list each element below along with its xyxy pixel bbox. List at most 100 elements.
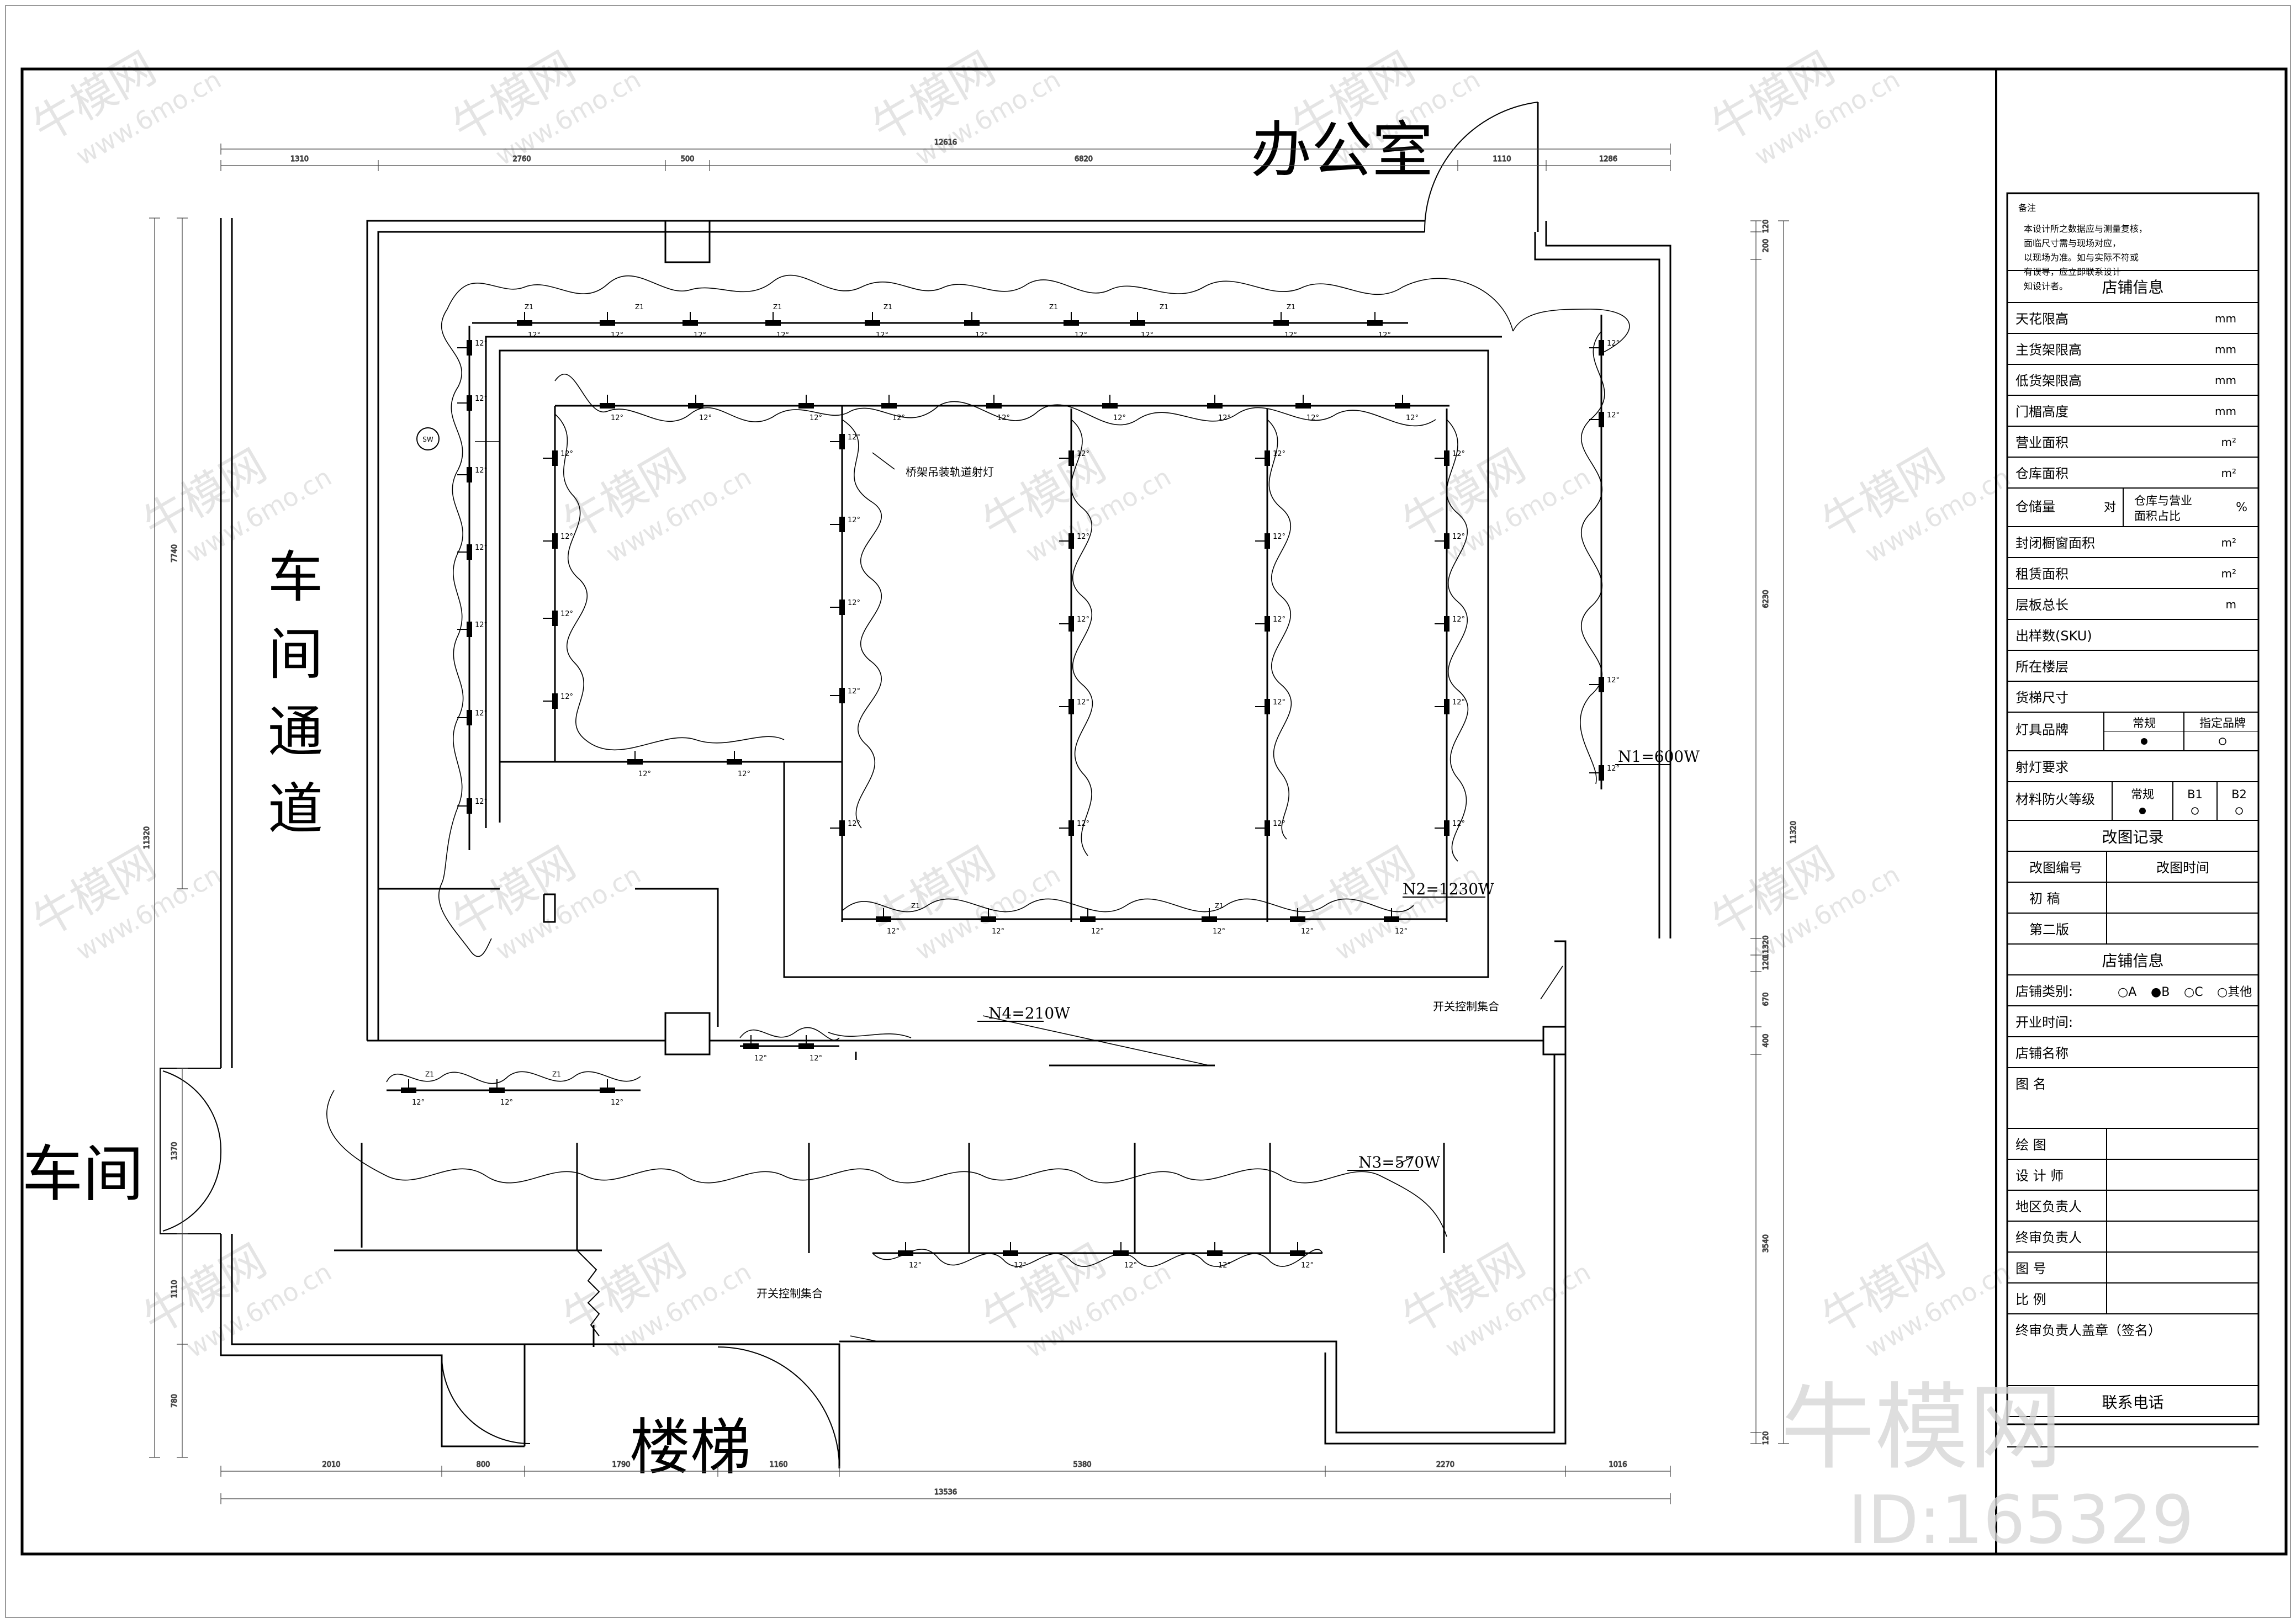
switch-note-2: 开关控制集合 [756,1287,823,1300]
lighting-fixtures [334,315,1602,1347]
revision-col-number: 改图编号 [2029,860,2082,876]
revision-col-time: 改图时间 [2156,860,2209,876]
lamp-angle-label: 12° [1452,698,1465,707]
lamp-tag: Z1 [773,303,782,311]
dim-label: 1160 [769,1461,787,1469]
lamp-angle-label: 12° [1301,927,1314,936]
store-info-heading: 店铺信息 [2102,278,2163,296]
lamp-angle-label: 12° [1273,533,1285,541]
lamp-angle-label: 12° [1301,1261,1314,1270]
contact-label: 联系电话 [2102,1393,2163,1412]
lamp-angle-label: 12° [892,414,905,422]
lamp-angle-label: 12° [528,331,541,340]
socket-tag: SW [422,436,433,443]
lamp-fixture [1202,916,1217,922]
room-label-workshop: 车间 [22,1139,144,1210]
radio-selected-icon [2141,738,2147,745]
dim-label: 11320 [1762,935,1770,958]
lamp-fixture [839,820,845,836]
lamp-angle-label: 12° [1273,698,1285,707]
dim-label: 6230 [1762,590,1770,608]
form-row-unit: mm [2215,405,2236,418]
lamp-angle-label: 12° [1452,533,1465,541]
lamp-angle-label: 12° [810,414,822,422]
notes-line: 有误导，应立即联系设计 [2024,267,2121,277]
lamp-fixture [467,544,472,560]
dim-label: 800 [477,1461,490,1469]
lamp-angle-label: 12° [738,770,750,778]
lamp-angle-label: 12° [1607,411,1620,420]
dim-total-label: 12616 [934,139,957,147]
lamp-fixture [865,320,880,326]
lamp-fixture [467,467,472,482]
lamp-angle-label: 12° [1077,533,1089,541]
lamp-fixture [1367,320,1383,326]
lamp-fixture [1068,820,1074,836]
outer-frame [5,5,2291,1618]
lamp-note: 桥架吊装轨道射灯 [906,465,994,479]
lamp-fixture [1444,699,1449,714]
form-row-label: 租赁面积 [2015,566,2068,582]
lamp-angle-label: 12° [1124,1261,1137,1270]
lamp-fixture [467,622,472,637]
lamp-fixture [1384,916,1399,922]
lamp-tag: Z1 [525,303,533,311]
lamp-fixture [1265,450,1270,466]
room-label-office: 办公室 [1251,115,1433,185]
sign-row-label: 图 号 [2015,1261,2046,1276]
lamp-fixture [489,1088,505,1093]
title-block: 备注本设计所之数据应与测量复核，面临尺寸需与现场对应，以现场为准。如与实际不符或… [2006,192,2260,1447]
lamp-fixture [964,320,980,326]
lamp-fixture [1444,616,1449,632]
warehouse-ratio-top: 仓库与营业 [2134,494,2192,507]
radio-empty-icon [2191,807,2199,815]
lamp-angle-label: 12° [560,610,573,618]
wiring [326,274,1630,1342]
corridor-char-2: 间 [268,622,323,687]
lamp-fixture [1290,916,1305,922]
form-row-label: 门楣高度 [2015,404,2068,420]
lamp-angle-label: 12° [1014,1261,1027,1270]
dim-label: 670 [1762,993,1770,1006]
lamp-angle-label: 12° [475,340,488,348]
lamp-fixture [839,600,845,615]
lamp-angle-label: 12° [1306,414,1319,422]
lamp-angle-label: 12° [611,414,623,422]
form-row-unit: m² [2221,466,2237,480]
lamp-fixture [552,450,558,466]
dim-label: 780 [171,1394,179,1408]
warehouse-label: 仓储量 [2015,499,2055,515]
lamp-fixture [1599,412,1604,427]
lamp-fixture [1113,1250,1129,1256]
lamp-fixture [517,320,532,326]
lamp-fixture [898,1250,913,1256]
sign-row-label: 终审负责人 [2015,1230,2082,1245]
lamp-fixture [1068,450,1074,466]
dim-total-label: 13536 [934,1488,957,1497]
lamp-fixture [627,759,643,765]
form-row-unit: m² [2221,567,2237,580]
form-row-label: 仓库面积 [2015,466,2068,481]
lamp-fixture [1295,403,1311,409]
form-row-label: 天花限高 [2015,311,2068,327]
revision-row: 第二版 [2029,922,2069,937]
corridor-char-4: 道 [268,777,323,841]
form-row-label: 低货架限高 [2015,373,2082,389]
lamp-fixture [1599,677,1604,692]
warehouse-unit: % [2236,501,2247,515]
lamp-angle-label: 12° [1607,676,1620,685]
lamp-fixture [1003,1250,1018,1256]
lamp-angle-label: 12° [1113,414,1126,422]
lamp-fixture [467,710,472,725]
dim-label: 1110 [171,1280,179,1298]
store-type-option: ○C [2184,985,2203,999]
lamp-fixture [1207,403,1223,409]
dim-label: 1016 [1609,1461,1627,1469]
